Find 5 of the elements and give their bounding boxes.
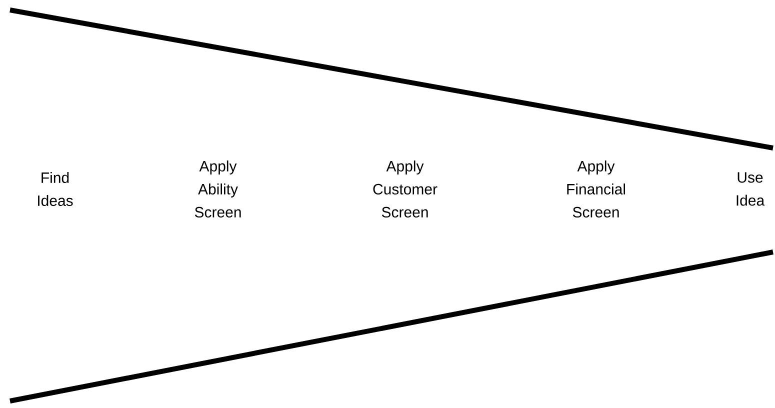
step-label: Apply Ability Screen xyxy=(194,160,241,218)
step-label: Apply Customer Screen xyxy=(373,160,438,218)
step-label: Apply Financial Screen xyxy=(567,160,625,218)
step-label: Find Ideas xyxy=(38,172,73,206)
step-label: Use Idea xyxy=(736,172,765,206)
